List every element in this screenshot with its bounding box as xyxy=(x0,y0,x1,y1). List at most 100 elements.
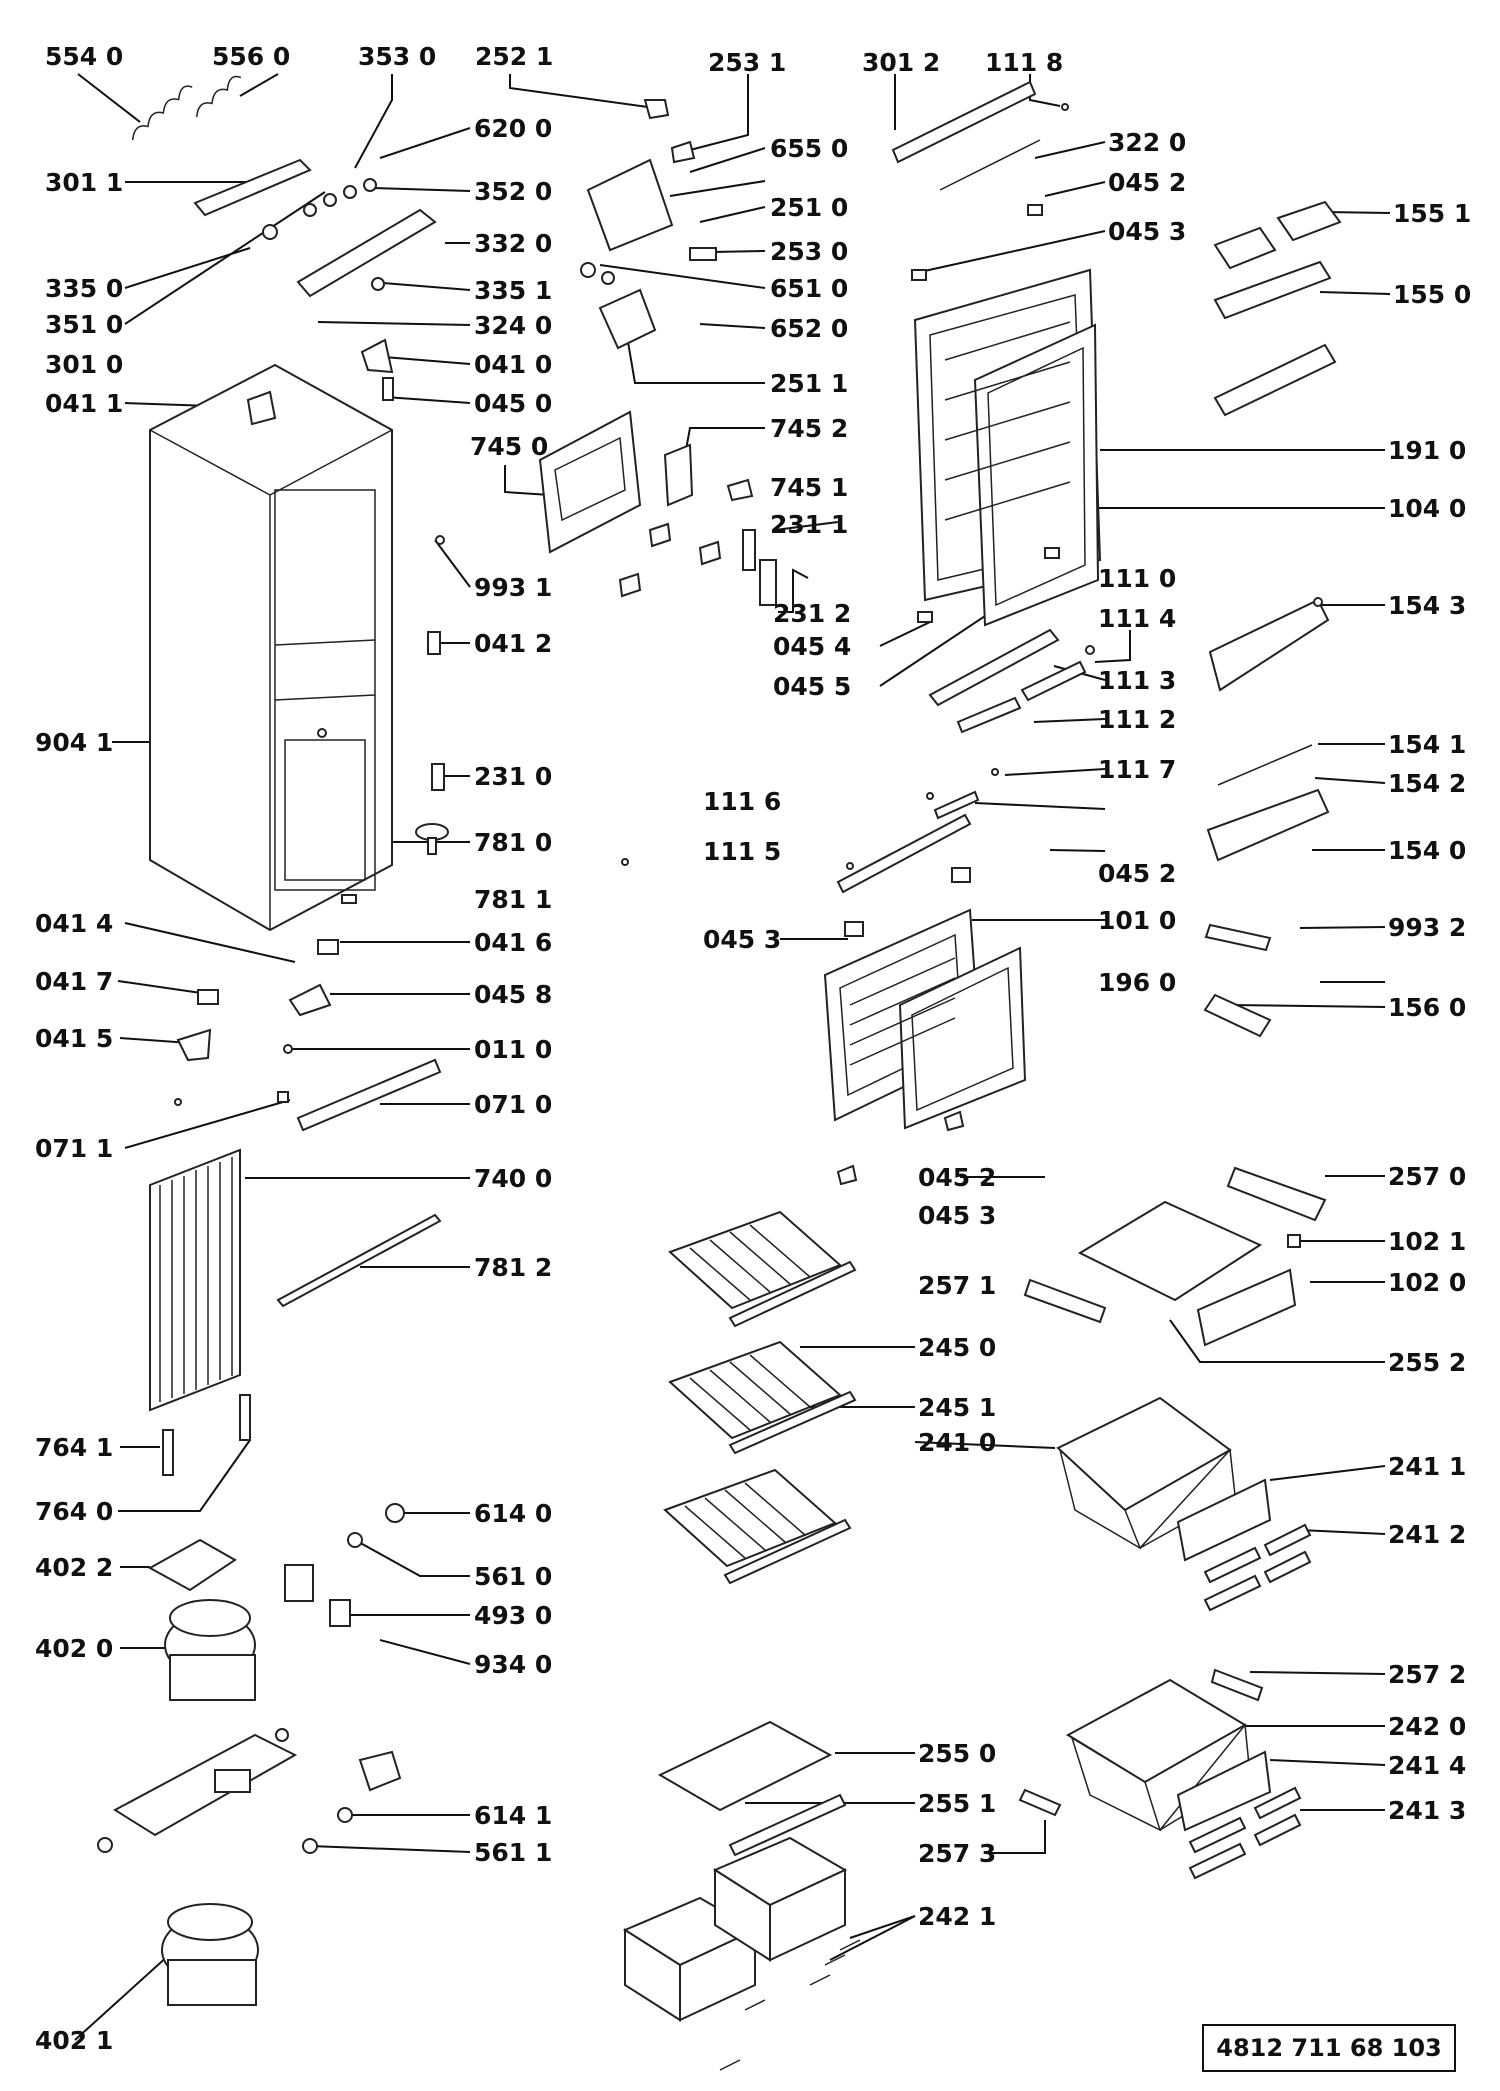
part-label: 554 0 xyxy=(45,42,123,71)
part-label: 993 1 xyxy=(474,573,552,602)
part-label: 614 1 xyxy=(474,1801,552,1830)
part-label: 111 2 xyxy=(1098,705,1176,734)
part-label: 154 0 xyxy=(1388,836,1466,865)
part-label: 255 2 xyxy=(1388,1348,1466,1377)
part-label: 242 1 xyxy=(918,1902,996,1931)
part-label: 041 2 xyxy=(474,629,552,658)
part-label: 241 2 xyxy=(1388,1520,1466,1549)
part-label: 111 4 xyxy=(1098,604,1176,633)
part-label: 155 0 xyxy=(1393,280,1471,309)
part-label: 402 0 xyxy=(35,1634,113,1663)
part-label: 045 2 xyxy=(918,1163,996,1192)
part-label: 102 1 xyxy=(1388,1227,1466,1256)
part-label: 301 2 xyxy=(862,48,940,77)
part-label: 041 4 xyxy=(35,909,113,938)
part-label: 353 0 xyxy=(358,42,436,71)
part-label: 781 1 xyxy=(474,885,552,914)
part-label: 335 0 xyxy=(45,274,123,303)
part-label: 324 0 xyxy=(474,311,552,340)
part-label: 614 0 xyxy=(474,1499,552,1528)
part-label: 045 8 xyxy=(474,980,552,1009)
part-label: 781 0 xyxy=(474,828,552,857)
part-label: 934 0 xyxy=(474,1650,552,1679)
part-label: 045 2 xyxy=(1098,859,1176,888)
part-label: 257 0 xyxy=(1388,1162,1466,1191)
part-label: 111 7 xyxy=(1098,755,1176,784)
part-label: 111 5 xyxy=(703,837,781,866)
part-label: 245 1 xyxy=(918,1393,996,1422)
part-label: 251 1 xyxy=(770,369,848,398)
part-label: 335 1 xyxy=(474,276,552,305)
part-label: 045 0 xyxy=(474,389,552,418)
part-label: 045 3 xyxy=(703,925,781,954)
part-label: 561 0 xyxy=(474,1562,552,1591)
part-label: 493 0 xyxy=(474,1601,552,1630)
part-label: 561 1 xyxy=(474,1838,552,1867)
part-label: 045 5 xyxy=(773,672,851,701)
part-label: 655 0 xyxy=(770,134,848,163)
part-label: 196 0 xyxy=(1098,968,1176,997)
part-label: 241 3 xyxy=(1388,1796,1466,1825)
part-label: 764 0 xyxy=(35,1497,113,1526)
part-label: 101 0 xyxy=(1098,906,1176,935)
part-label: 351 0 xyxy=(45,310,123,339)
part-label: 252 1 xyxy=(475,42,553,71)
part-label: 332 0 xyxy=(474,229,552,258)
part-label: 740 0 xyxy=(474,1164,552,1193)
part-label: 255 1 xyxy=(918,1789,996,1818)
part-label: 257 1 xyxy=(918,1271,996,1300)
part-label: 242 0 xyxy=(1388,1712,1466,1741)
leader-lines xyxy=(74,73,1391,2041)
part-label: 241 0 xyxy=(918,1428,996,1457)
part-label: 111 0 xyxy=(1098,564,1176,593)
part-label: 251 0 xyxy=(770,193,848,222)
part-label: 155 1 xyxy=(1393,199,1471,228)
part-label: 231 1 xyxy=(770,510,848,539)
part-label: 253 1 xyxy=(708,48,786,77)
part-label: 652 0 xyxy=(770,314,848,343)
part-label: 322 0 xyxy=(1108,128,1186,157)
part-label: 231 2 xyxy=(773,599,851,628)
part-label: 154 1 xyxy=(1388,730,1466,759)
part-label: 154 2 xyxy=(1388,769,1466,798)
part-label: 745 1 xyxy=(770,473,848,502)
part-label: 255 0 xyxy=(918,1739,996,1768)
part-label: 041 6 xyxy=(474,928,552,957)
part-drawings xyxy=(97,75,1342,2071)
part-label: 745 0 xyxy=(470,432,548,461)
part-label: 111 8 xyxy=(985,48,1063,77)
part-label: 045 2 xyxy=(1108,168,1186,197)
part-label: 241 1 xyxy=(1388,1452,1466,1481)
part-label: 045 3 xyxy=(918,1201,996,1230)
part-label: 011 0 xyxy=(474,1035,552,1064)
part-label: 745 2 xyxy=(770,414,848,443)
part-label: 041 5 xyxy=(35,1024,113,1053)
part-label: 352 0 xyxy=(474,177,552,206)
part-label: 071 1 xyxy=(35,1134,113,1163)
part-label: 993 2 xyxy=(1388,913,1466,942)
part-label: 781 2 xyxy=(474,1253,552,1282)
part-label: 045 3 xyxy=(1108,217,1186,246)
part-label: 402 1 xyxy=(35,2026,113,2055)
part-label: 231 0 xyxy=(474,762,552,791)
part-label: 764 1 xyxy=(35,1433,113,1462)
part-label: 045 4 xyxy=(773,632,851,661)
document-code-box: 4812 711 68 103 xyxy=(1202,2024,1456,2072)
part-label: 253 0 xyxy=(770,237,848,266)
part-label: 191 0 xyxy=(1388,436,1466,465)
part-label: 245 0 xyxy=(918,1333,996,1362)
part-label: 241 4 xyxy=(1388,1751,1466,1780)
part-label: 620 0 xyxy=(474,114,552,143)
part-label: 301 1 xyxy=(45,168,123,197)
part-label: 041 1 xyxy=(45,389,123,418)
part-label: 041 0 xyxy=(474,350,552,379)
part-label: 402 2 xyxy=(35,1553,113,1582)
part-label: 257 3 xyxy=(918,1839,996,1868)
part-label: 041 7 xyxy=(35,967,113,996)
part-label: 556 0 xyxy=(212,42,290,71)
part-label: 651 0 xyxy=(770,274,848,303)
part-label: 104 0 xyxy=(1388,494,1466,523)
part-label: 904 1 xyxy=(35,728,113,757)
callout-labels: 554 0 556 0 353 0 252 1 253 1 301 2 111 … xyxy=(35,42,1471,2055)
